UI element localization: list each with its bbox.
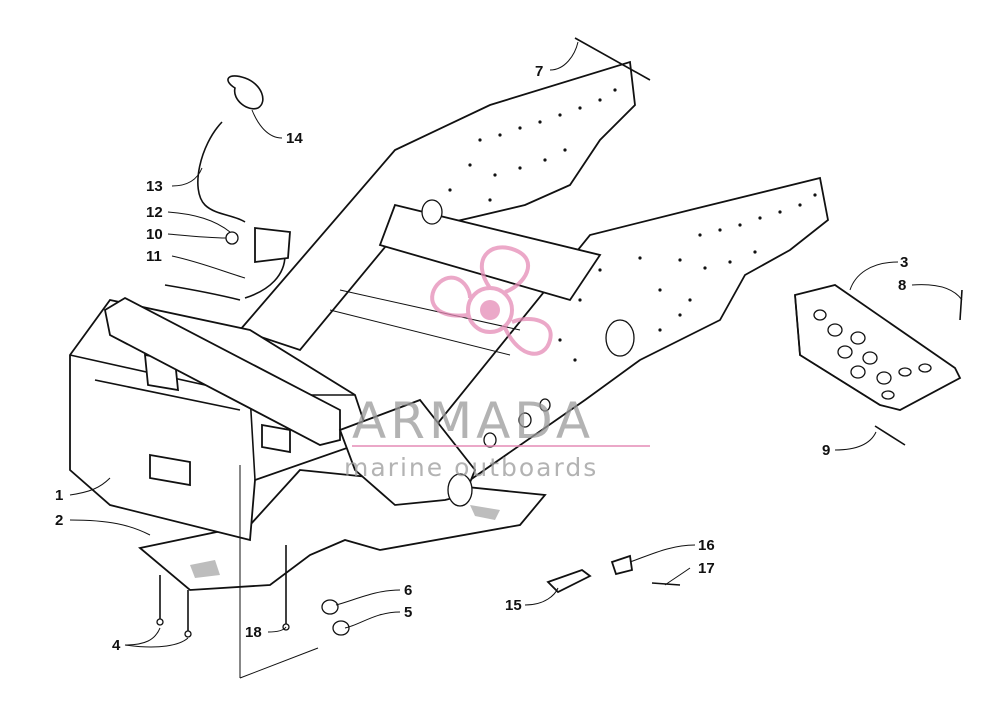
leader-lines bbox=[69, 41, 963, 679]
armada-logo-icon bbox=[430, 245, 553, 356]
callout-8: 8 bbox=[898, 277, 906, 294]
callout-16: 16 bbox=[698, 537, 715, 554]
callout-3: 3 bbox=[900, 254, 908, 271]
bracket-16 bbox=[610, 554, 634, 576]
callout-7: 7 bbox=[535, 63, 543, 80]
callout-14: 14 bbox=[286, 130, 303, 147]
grommet-5 bbox=[332, 620, 350, 636]
chassis-frame bbox=[69, 60, 829, 591]
callout-1: 1 bbox=[55, 487, 63, 504]
callout-5: 5 bbox=[404, 604, 412, 621]
callout-13: 13 bbox=[146, 178, 163, 195]
nut-part bbox=[225, 231, 239, 245]
watermark-brand: ARMADA bbox=[352, 392, 594, 450]
watermark-tagline: marine outboards bbox=[344, 453, 598, 482]
callout-15: 15 bbox=[505, 597, 522, 614]
clamp-ring-part bbox=[227, 75, 264, 110]
callout-11: 11 bbox=[146, 248, 162, 265]
callout-18: 18 bbox=[245, 624, 262, 641]
callout-9: 9 bbox=[822, 442, 830, 459]
callout-17: 17 bbox=[698, 560, 715, 577]
hose-lower-part bbox=[164, 284, 241, 301]
callout-4: 4 bbox=[112, 637, 121, 654]
bracket-15 bbox=[546, 568, 592, 594]
pump-part bbox=[254, 226, 291, 264]
callout-2: 2 bbox=[55, 512, 63, 529]
footrest-plate bbox=[794, 284, 962, 411]
callout-12: 12 bbox=[146, 204, 163, 221]
hose-part bbox=[197, 121, 246, 223]
callout-6: 6 bbox=[404, 582, 412, 599]
armada-watermark: ARMADA marine outboards bbox=[344, 245, 650, 482]
grommet-6 bbox=[321, 599, 339, 615]
callout-labels: 1 2 3 4 5 6 7 8 9 10 11 12 13 14 15 16 1… bbox=[55, 63, 908, 654]
callout-10: 10 bbox=[146, 226, 163, 243]
